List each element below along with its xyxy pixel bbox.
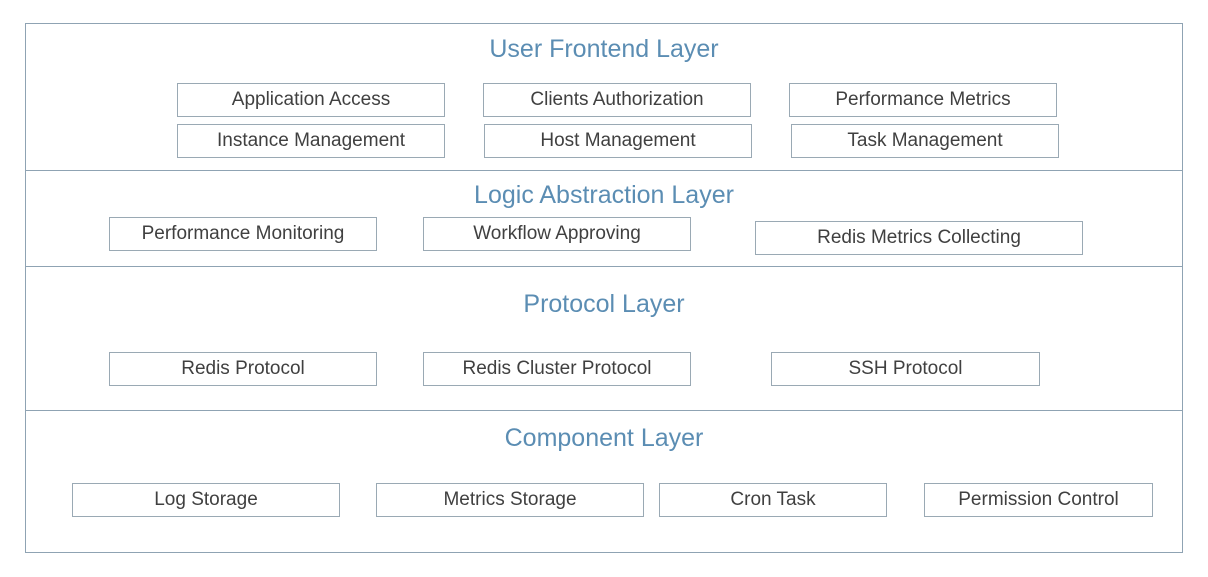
layer-title: Protocol Layer xyxy=(523,290,685,318)
module-task-management: Task Management xyxy=(791,124,1059,158)
module-cron-task: Cron Task xyxy=(659,483,887,517)
module-metrics-storage: Metrics Storage xyxy=(376,483,644,517)
component-layer: Component Layer Log Storage Metrics Stor… xyxy=(26,410,1182,553)
module-workflow-approving: Workflow Approving xyxy=(423,217,691,251)
layer-title: Component Layer xyxy=(504,424,704,452)
module-log-storage: Log Storage xyxy=(72,483,340,517)
module-host-management: Host Management xyxy=(484,124,752,158)
module-redis-metrics-collecting: Redis Metrics Collecting xyxy=(755,221,1083,255)
user-frontend-layer: User Frontend Layer Application Access C… xyxy=(26,24,1182,170)
logic-abstraction-layer: Logic Abstraction Layer Performance Moni… xyxy=(26,170,1182,266)
module-instance-management: Instance Management xyxy=(177,124,445,158)
layer-title: Logic Abstraction Layer xyxy=(474,181,734,209)
module-clients-authorization: Clients Authorization xyxy=(483,83,751,117)
layer-title: User Frontend Layer xyxy=(489,35,719,63)
module-application-access: Application Access xyxy=(177,83,445,117)
architecture-diagram: User Frontend Layer Application Access C… xyxy=(25,23,1183,553)
protocol-layer: Protocol Layer Redis Protocol Redis Clus… xyxy=(26,266,1182,410)
module-redis-protocol: Redis Protocol xyxy=(109,352,377,386)
module-ssh-protocol: SSH Protocol xyxy=(771,352,1040,386)
module-performance-monitoring: Performance Monitoring xyxy=(109,217,377,251)
module-redis-cluster-protocol: Redis Cluster Protocol xyxy=(423,352,691,386)
module-permission-control: Permission Control xyxy=(924,483,1153,517)
module-performance-metrics: Performance Metrics xyxy=(789,83,1057,117)
